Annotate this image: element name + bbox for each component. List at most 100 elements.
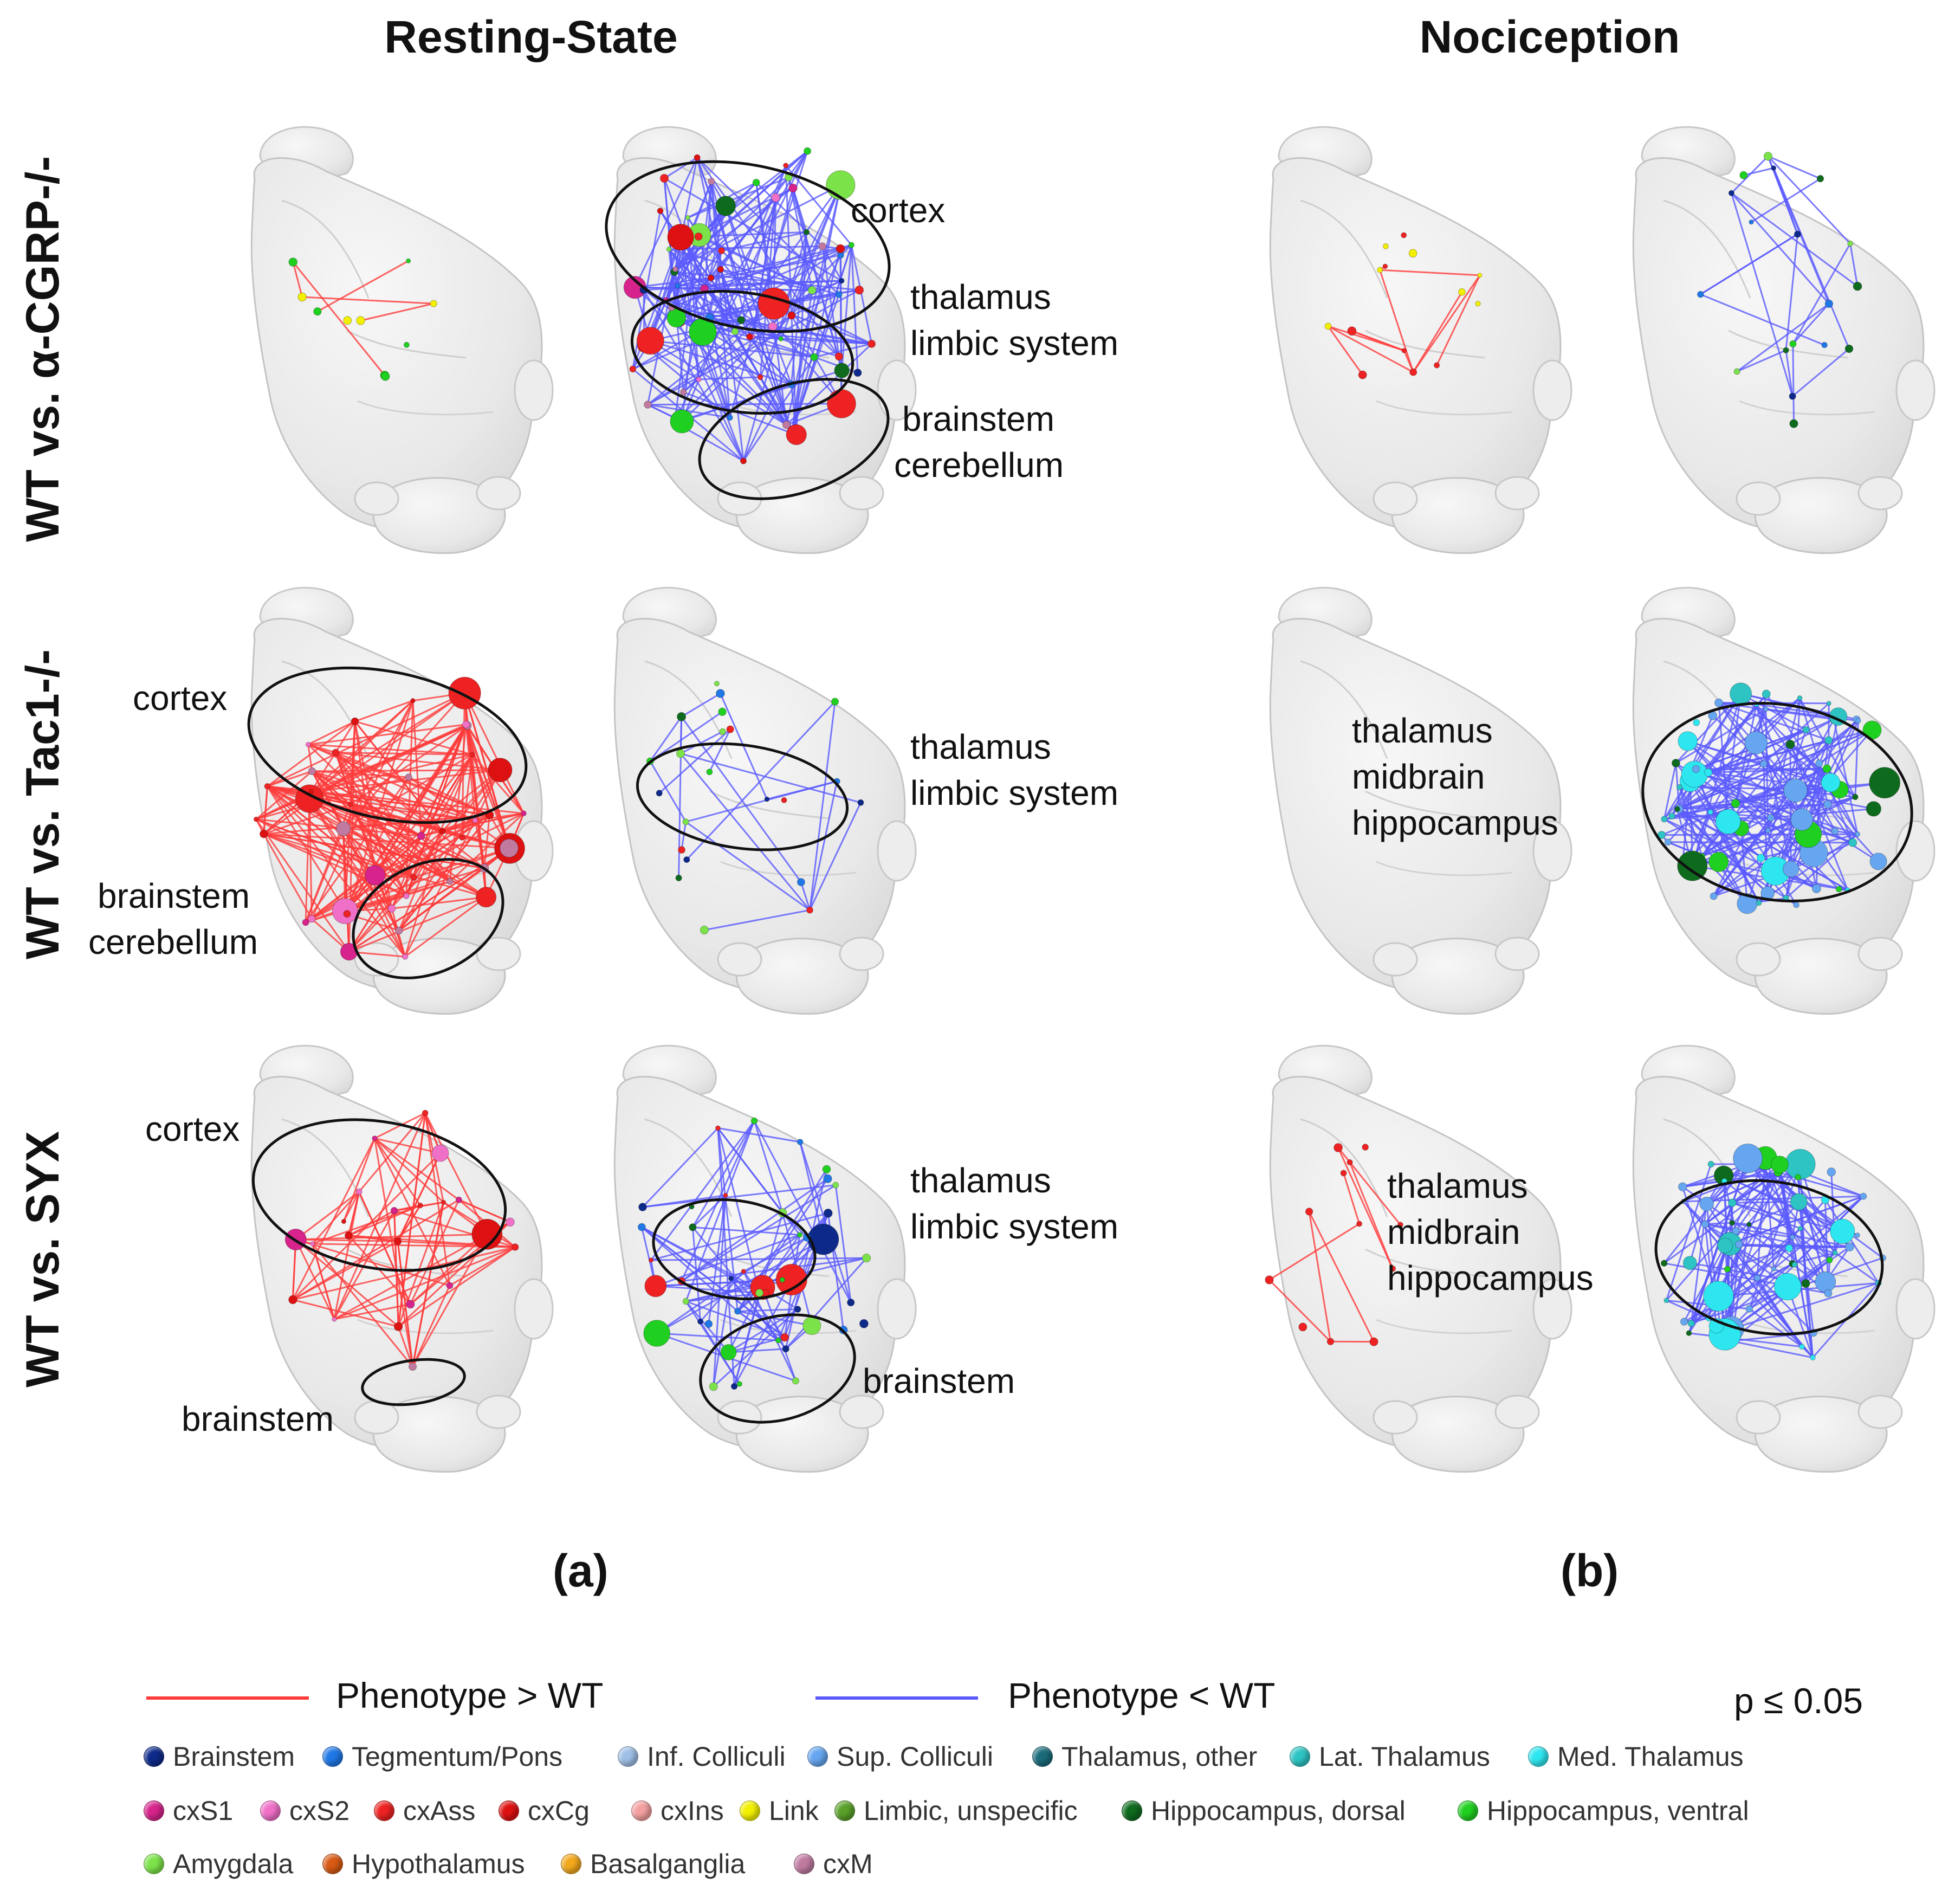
network-node: [736, 1381, 743, 1387]
network-edge: [657, 1332, 779, 1341]
network-edge: [312, 770, 476, 822]
network-node: [853, 369, 862, 377]
network-node: [1324, 322, 1332, 330]
network-node: [308, 789, 314, 795]
network-node: [471, 1218, 503, 1250]
network-edge: [412, 1285, 451, 1367]
network-node: [459, 834, 465, 841]
network-edge: [1700, 293, 1825, 346]
network-edge: [658, 728, 731, 794]
network-edge: [1718, 796, 1856, 863]
network-edge: [698, 376, 761, 380]
network-node: [343, 316, 352, 325]
network-node: [1408, 249, 1417, 258]
network-edge: [799, 1141, 852, 1303]
network-node: [1305, 1208, 1313, 1216]
network-node: [1745, 1305, 1753, 1313]
network-node: [393, 1237, 402, 1245]
network-node: [472, 817, 478, 823]
network-edge: [267, 692, 465, 788]
network-node: [1377, 267, 1383, 273]
network-node: [1693, 719, 1700, 726]
network-edge: [391, 754, 473, 909]
network-node: [1333, 1143, 1343, 1152]
network-edge: [310, 692, 465, 793]
network-node: [1358, 370, 1367, 379]
network-edge: [728, 1292, 760, 1353]
network-edge: [1692, 720, 1859, 867]
network-node: [797, 1139, 804, 1145]
network-edge: [263, 786, 268, 834]
network-edge: [308, 798, 313, 919]
network-node: [675, 874, 682, 882]
network-edge: [374, 1137, 441, 1154]
network-edge: [344, 777, 410, 912]
network-node: [1791, 1261, 1798, 1268]
network-node: [1821, 773, 1841, 792]
network-edge: [1727, 720, 1859, 823]
network-edge: [809, 701, 836, 911]
network-edge: [1731, 156, 1769, 194]
network-layer: [253, 147, 1901, 1391]
network-node: [1789, 340, 1797, 348]
network-edge: [1678, 697, 1801, 810]
network-edge: [1760, 730, 1873, 859]
network-node: [1681, 760, 1708, 788]
network-edge: [293, 1246, 516, 1301]
network-node: [1728, 190, 1734, 196]
network-edge: [267, 785, 376, 876]
network-node: [728, 1275, 734, 1281]
network-edge: [397, 1113, 426, 1327]
network-edge: [1768, 155, 1821, 179]
network-node: [680, 389, 687, 396]
network-node: [694, 233, 703, 241]
outline-thalamus-r3: [652, 1198, 817, 1301]
label-cortex-r3: cortex: [145, 1109, 239, 1148]
network-node: [714, 681, 720, 687]
network-node: [302, 919, 309, 926]
network-edge: [405, 724, 467, 896]
network-node: [1756, 900, 1762, 906]
network-edge: [312, 1191, 360, 1244]
network-edge: [1849, 243, 1859, 287]
network-node: [838, 277, 845, 284]
network-edge: [1343, 1172, 1361, 1224]
network-edge: [685, 1300, 785, 1339]
label-cortex-r1: cortex: [851, 191, 945, 230]
legend-color-dot: [1290, 1746, 1310, 1767]
network-node: [670, 409, 694, 434]
network-node: [779, 1277, 785, 1283]
network-edge: [791, 246, 824, 316]
network-edge: [1337, 1147, 1394, 1269]
network-node: [297, 292, 307, 302]
network-edge: [1663, 693, 1767, 820]
network-node: [677, 712, 687, 721]
network-node: [288, 257, 298, 267]
network-node: [1356, 1221, 1363, 1227]
network-node: [675, 283, 681, 289]
network-node: [636, 327, 664, 355]
network-node: [835, 291, 843, 298]
network-edge: [408, 776, 510, 849]
legend-item: cxAss: [374, 1795, 475, 1826]
network-edge: [681, 822, 687, 850]
network-node: [1382, 263, 1388, 269]
network-edge: [360, 302, 434, 321]
legend-item-label: Sup. Colliculi: [837, 1741, 994, 1772]
network-edge: [1792, 348, 1850, 397]
network-node: [1697, 291, 1704, 298]
legend-color-dot: [144, 1800, 164, 1821]
network-node: [387, 905, 396, 913]
network-edge: [263, 833, 313, 919]
network-node: [678, 846, 685, 854]
network-edge: [267, 720, 355, 788]
network-edge: [834, 1185, 852, 1303]
network-node: [462, 720, 470, 729]
legend-item-label: Link: [769, 1796, 819, 1826]
network-node: [666, 246, 672, 252]
network-node: [1678, 731, 1698, 751]
network-node: [1663, 1298, 1669, 1303]
network-node: [715, 196, 736, 216]
network-node: [1773, 1273, 1802, 1301]
network-node: [1678, 1182, 1687, 1192]
